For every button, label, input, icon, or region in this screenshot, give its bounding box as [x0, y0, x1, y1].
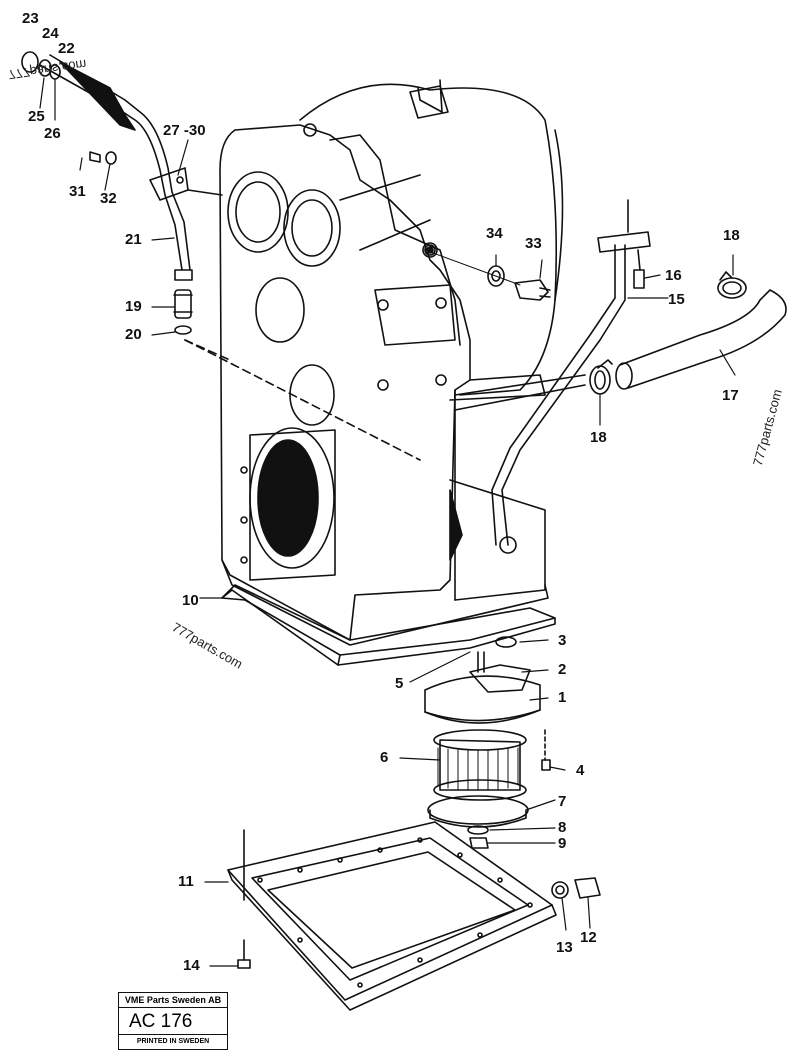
label-part-9: 9: [558, 835, 567, 852]
label-part-3: 3: [558, 632, 567, 649]
label-part-1: 1: [558, 689, 567, 706]
label-part-16: 16: [665, 267, 682, 284]
label-part-7: 7: [558, 793, 567, 810]
label-part-11: 11: [178, 873, 194, 890]
label-part-23: 23: [22, 10, 39, 27]
label-part-26: 26: [44, 125, 61, 142]
temperature-sender: [424, 249, 551, 301]
label-part-24: 24: [42, 25, 59, 42]
strainer-assembly: [424, 636, 551, 849]
label-part-25: 25: [28, 108, 45, 125]
label-part-18-bottom: 18: [590, 429, 607, 446]
label-part-32: 32: [100, 190, 117, 207]
title-block-printed: PRINTED IN SWEDEN: [136, 1038, 210, 1045]
transmission-housing: [184, 79, 564, 646]
label-part-6: 6: [380, 749, 389, 766]
label-part-20: 20: [125, 326, 142, 343]
dipstick-tube-assembly: [21, 51, 231, 361]
oil-pan: [227, 821, 601, 1011]
oil-pipe: [454, 199, 651, 546]
label-part-21: 21: [125, 231, 142, 248]
title-block: VME Parts Sweden AB AC 176 PRINTED IN SW…: [118, 992, 228, 1050]
label-part-15: 15: [668, 291, 685, 308]
label-part-27-30: 27 -30: [163, 122, 206, 139]
gasket: [221, 584, 556, 666]
title-block-code: AC 176: [119, 1008, 227, 1035]
label-part-34: 34: [486, 225, 503, 242]
label-part-10: 10: [182, 592, 199, 609]
label-part-8: 8: [558, 819, 567, 836]
label-part-5: 5: [395, 675, 404, 692]
label-part-17: 17: [722, 387, 739, 404]
label-part-18-top: 18: [723, 227, 740, 244]
label-part-12: 12: [580, 929, 597, 946]
label-part-14: 14: [183, 957, 200, 974]
label-part-33: 33: [525, 235, 542, 252]
hose-assembly: [589, 271, 787, 395]
label-part-2: 2: [558, 661, 567, 678]
label-part-19: 19: [125, 298, 142, 315]
label-part-31: 31: [69, 183, 86, 200]
leader-lines: [39, 77, 736, 967]
label-part-13: 13: [556, 939, 573, 956]
label-part-22: 22: [58, 40, 75, 57]
label-part-4: 4: [576, 762, 585, 779]
title-block-company: VME Parts Sweden AB: [119, 993, 227, 1008]
